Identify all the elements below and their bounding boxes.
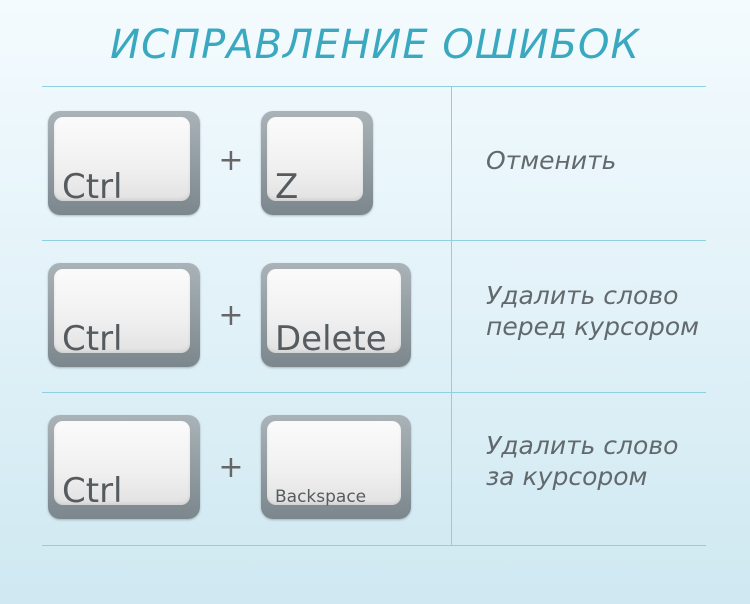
divider-column bbox=[451, 86, 452, 546]
description-line: за курсором bbox=[486, 462, 648, 491]
plus-sign: + bbox=[218, 298, 244, 333]
shortcut-description: Удалить слово за курсором bbox=[486, 430, 678, 492]
shortcut-description: Отменить bbox=[486, 145, 616, 176]
key-label: Ctrl bbox=[62, 319, 123, 359]
description-line: Отменить bbox=[486, 146, 617, 175]
delete-key: Delete bbox=[261, 263, 411, 367]
divider-row2 bbox=[42, 392, 706, 393]
key-label: Delete bbox=[275, 319, 387, 359]
divider-top bbox=[42, 86, 706, 87]
divider-row1 bbox=[42, 240, 706, 241]
divider-bottom bbox=[42, 545, 706, 546]
ctrl-key: Ctrl bbox=[48, 263, 200, 367]
key-label: Backspace bbox=[275, 487, 367, 507]
key-label: Ctrl bbox=[62, 471, 123, 511]
plus-sign: + bbox=[218, 450, 244, 485]
description-line: Удалить слово bbox=[486, 431, 679, 460]
backspace-key: Backspace bbox=[261, 415, 411, 519]
shortcut-description: Удалить слово перед курсором bbox=[486, 280, 699, 342]
ctrl-key: Ctrl bbox=[48, 415, 200, 519]
key-label: Ctrl bbox=[62, 167, 123, 207]
description-line: Удалить слово bbox=[486, 281, 679, 310]
plus-sign: + bbox=[218, 143, 244, 178]
page-title: ИСПРАВЛЕНИЕ ОШИБОК bbox=[110, 22, 640, 68]
z-key: Z bbox=[261, 111, 373, 215]
key-label: Z bbox=[275, 167, 299, 207]
ctrl-key: Ctrl bbox=[48, 111, 200, 215]
description-line: перед курсором bbox=[486, 312, 700, 341]
